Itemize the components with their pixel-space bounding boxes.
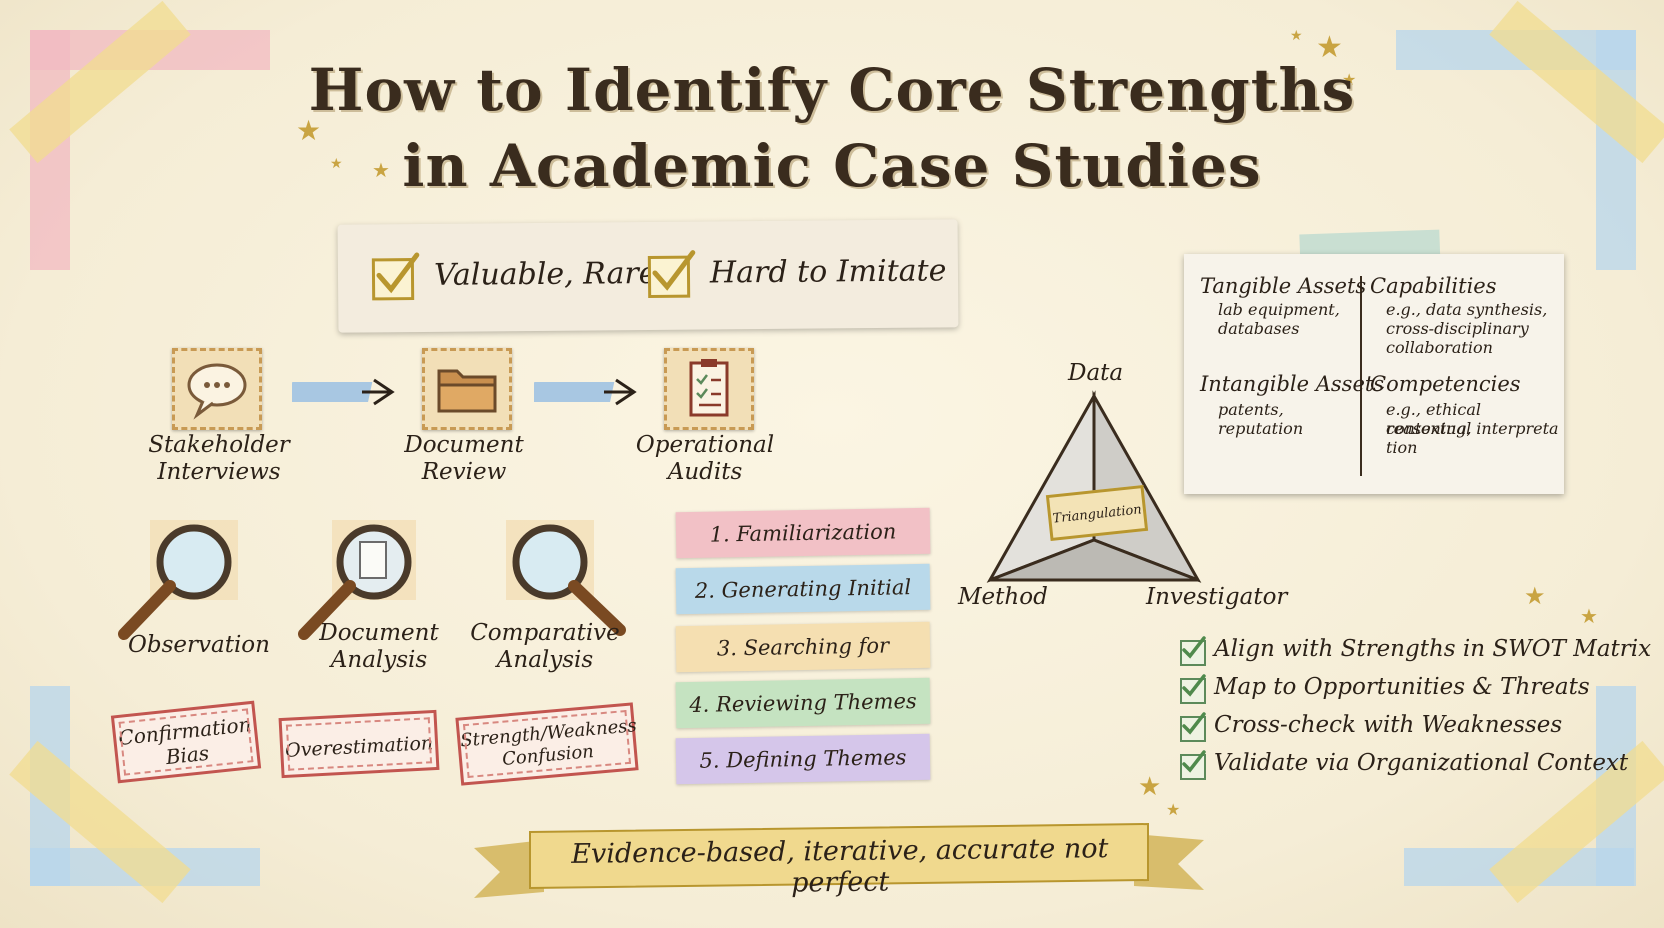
page-title-line-1: How to Identify Core Strengths	[308, 56, 1356, 124]
criteria-second: Hard to Imitate	[709, 253, 947, 291]
phase-reviewing-themes: 4. Reviewing Themes	[675, 677, 931, 729]
checklist-item-opportunities-threats: Map to Opportunities & Threats	[1214, 674, 1590, 700]
checkbox-checked-icon	[1180, 636, 1206, 666]
analysis-label-observation: Observation	[128, 632, 270, 658]
triangulation-pyramid	[986, 390, 1202, 583]
star-icon: ★	[1138, 772, 1162, 802]
method-label-document-review: Document Review	[404, 432, 524, 485]
checkbox-checked-icon	[1180, 674, 1206, 704]
competencies-line-2: contextual interpreta	[1386, 419, 1559, 438]
star-icon: ★	[296, 114, 322, 147]
star-icon: ★	[1342, 70, 1357, 89]
intangible-assets-line-1: patents,	[1218, 400, 1284, 419]
phase-familiarization: 1. Familiarization	[675, 507, 931, 559]
checkbox-checked-icon	[1180, 750, 1206, 780]
tangible-assets-title: Tangible Assets	[1200, 274, 1367, 298]
magnifier-document-icon	[298, 520, 416, 640]
speech-bubble-icon	[172, 348, 262, 430]
intangible-assets-title: Intangible Assets	[1200, 372, 1385, 396]
criteria-banner: Valuable, Rare, Hard to Imitate	[337, 219, 959, 333]
clipboard-checklist-icon	[664, 348, 754, 430]
triangulation-top-label: Data	[1068, 360, 1124, 386]
capabilities-line-1: e.g., data synthesis,	[1386, 300, 1548, 319]
arrow-right-icon	[534, 378, 637, 406]
page-title-line-2: in Academic Case Studies	[402, 132, 1262, 200]
resources-note: Tangible Assets lab equipment, databases…	[1184, 254, 1564, 494]
analysis-label-comparative-analysis: Comparative Analysis	[470, 620, 620, 673]
checklist-item-organizational-context: Validate via Organizational Context	[1214, 750, 1629, 776]
star-icon: ★	[1290, 28, 1303, 44]
footer-ribbon	[474, 822, 1204, 898]
capabilities-line-2: cross-disciplinary	[1386, 319, 1529, 338]
star-icon: ★	[372, 158, 390, 182]
star-icon: ★	[330, 156, 343, 172]
method-label-operational-audits: Operational Audits	[635, 432, 775, 485]
intangible-assets-line-2: reputation	[1218, 419, 1304, 438]
competencies-line-3: tion	[1386, 438, 1418, 457]
capabilities-line-3: collaboration	[1386, 338, 1493, 357]
checklist-item-weaknesses: Cross-check with Weaknesses	[1214, 712, 1563, 738]
bias-overestimation: Overestimation	[278, 709, 440, 779]
triangulation-right-label: Investigator	[1146, 584, 1288, 610]
checkbox-icon	[647, 250, 696, 298]
analysis-label-document-analysis: Document Analysis	[319, 620, 439, 673]
bias-strength-weakness-confusion: Strength/Weakness Confusion	[455, 702, 639, 786]
phase-searching-for-themes: 3. Searching for Themes	[675, 621, 931, 706]
competencies-title: Competencies	[1370, 372, 1521, 396]
star-icon: ★	[1316, 30, 1343, 65]
checklist-item-swot: Align with Strengths in SWOT Matrix	[1214, 636, 1652, 662]
checkbox-icon	[371, 252, 420, 301]
checkbox-checked-icon	[1180, 712, 1206, 742]
magnifying-glass-icon	[506, 520, 626, 636]
footer-tagline: Evidence-based, iterative, accurate not …	[571, 833, 1109, 899]
phase-defining-themes: 5. Defining Themes	[675, 733, 931, 785]
star-icon: ★	[1580, 604, 1598, 628]
star-icon: ★	[1166, 800, 1181, 819]
tangible-assets-line-1: lab equipment,	[1218, 300, 1340, 319]
capabilities-title: Capabilities	[1370, 274, 1497, 298]
criteria-first: Valuable, Rare,	[433, 255, 667, 293]
magnifying-glass-icon	[118, 520, 238, 640]
star-icon: ★	[1524, 582, 1546, 610]
competencies-line-1: e.g., ethical reasoning,	[1386, 400, 1481, 438]
arrow-right-icon	[292, 378, 395, 406]
phase-generating-initial-codes: 2. Generating Initial Codes	[675, 563, 931, 648]
note-divider	[1360, 276, 1362, 476]
folder-icon	[422, 348, 512, 430]
method-label-stakeholder-interviews: Stakeholder Interviews	[148, 432, 290, 485]
triangulation-left-label: Method	[958, 584, 1048, 610]
tangible-assets-line-2: databases	[1218, 319, 1300, 338]
bias-confirmation: Confirmation Bias	[110, 700, 262, 784]
